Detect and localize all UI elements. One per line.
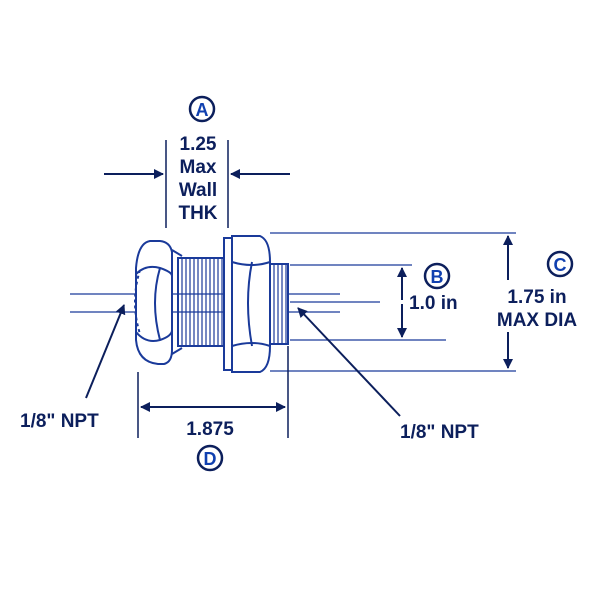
right-port (269, 263, 289, 345)
length-dimension: 1.875 D (137, 346, 289, 472)
gasket (223, 237, 233, 371)
wall-thk-line-3: Wall (179, 180, 217, 201)
bore-diameter-value: 1.0 in (409, 293, 458, 314)
wall-thk-line-1: 1.25 (180, 134, 217, 155)
label-circle-a (188, 95, 216, 123)
flange-head (231, 235, 271, 373)
bulkhead-fitting (134, 235, 289, 373)
wall-thickness-dimension: A 1.25 Max Wall THK (104, 95, 290, 228)
max-diameter-dimension: C 1.75 in MAX DIA (497, 235, 578, 369)
dimension-letter-d: D (204, 449, 217, 469)
label-circle-c (546, 250, 574, 278)
max-dia-line-1: 1.75 in (507, 287, 566, 308)
bore-diameter-dimension: B 1.0 in (397, 262, 458, 338)
right-port-label: 1/8" NPT (400, 422, 479, 443)
extension-lines (270, 232, 516, 372)
label-circle-b (423, 262, 451, 290)
max-dia-line-2: MAX DIA (497, 310, 578, 331)
wall-thk-line-2: Max (180, 157, 217, 178)
right-port-callout: 1/8" NPT (297, 307, 479, 443)
threaded-shank (177, 257, 225, 347)
dimension-letter-c: C (554, 255, 567, 275)
left-port-callout: 1/8" NPT (20, 304, 126, 432)
label-circle-d (196, 444, 224, 472)
wall-thk-line-4: THK (178, 203, 217, 224)
length-value: 1.875 (186, 419, 234, 440)
left-hex-nut (134, 240, 183, 365)
dimension-letter-b: B (431, 267, 444, 287)
left-port-label: 1/8" NPT (20, 411, 99, 432)
dimension-letter-a: A (196, 100, 209, 120)
